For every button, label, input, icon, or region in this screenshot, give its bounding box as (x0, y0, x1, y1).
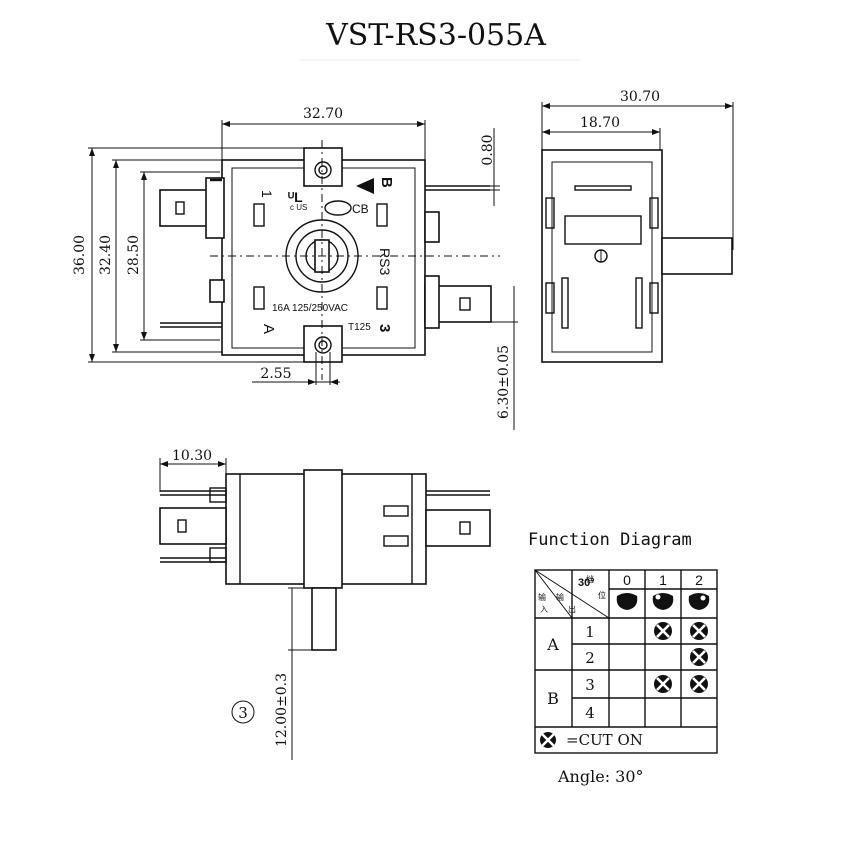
front-view: 32.70 36.00 32.40 28.50 (72, 106, 518, 430)
dim-h3: 28.50 (126, 235, 142, 275)
row-output-1: 1 (585, 623, 595, 641)
dim-shaft-offset: 6.30±0.05 (496, 345, 512, 419)
label-pos-a: A (260, 324, 277, 334)
position-0-icon (616, 593, 638, 610)
label-cb: CB (352, 202, 369, 216)
label-cert: c US (290, 203, 307, 212)
contact-on-icon (654, 622, 672, 640)
dim-shaft-length: 12.00±0.3 (274, 673, 290, 747)
label-rating: 16A 125/250VAC (272, 303, 348, 314)
pos-header-1: 1 (659, 572, 667, 588)
ul-logo-icon: ᵁL (288, 189, 303, 205)
row-output-4: 4 (585, 704, 595, 722)
contact-on-icon (690, 648, 708, 666)
arrow-icon (356, 178, 374, 194)
header-in-char2: 入 (540, 605, 548, 614)
header-pos-char2: 位 (598, 590, 606, 600)
cqc-logo-icon (324, 200, 352, 216)
pos-header-2: 2 (695, 572, 703, 588)
dim-width-front: 32.70 (303, 106, 343, 122)
header-pos-char: 档 (586, 574, 594, 584)
side-view: 30.70 18.70 (541, 89, 734, 363)
dim-h2: 32.40 (98, 235, 114, 275)
group-label-a: A (546, 635, 559, 654)
position-1-icon (652, 593, 674, 610)
dim-side-total: 30.70 (620, 89, 660, 105)
function-diagram-title: Function Diagram (528, 530, 692, 550)
label-pos-b: B (378, 177, 395, 188)
header-out-char2: 出 (568, 604, 576, 614)
dim-h1: 36.00 (72, 235, 88, 275)
function-diagram: Function Diagram 档 位 输 入 输 出 30° 0 1 2 (528, 530, 718, 786)
header-in-char: 输 (538, 592, 546, 602)
header-angle: 30° (578, 577, 595, 589)
label-pos3: 3 (376, 324, 393, 332)
dim-side-body: 18.70 (580, 115, 620, 131)
position-2-icon (688, 593, 710, 610)
contact-markers (654, 622, 708, 693)
circled-label: 3 (238, 704, 248, 722)
contact-on-icon (654, 675, 672, 693)
dim-top-offset: 0.80 (480, 134, 496, 165)
bottom-view: 10.30 12.00±0.3 3 (159, 448, 491, 760)
contact-on-icon (690, 622, 708, 640)
label-pos1: 1 (259, 190, 275, 198)
group-label-b: B (547, 689, 559, 708)
row-output-3: 3 (585, 676, 595, 694)
label-model: RS3 (377, 248, 393, 275)
label-temp: T125 (348, 322, 371, 333)
pos-header-0: 0 (623, 572, 631, 588)
cut-on-icon (540, 732, 556, 748)
dim-bottom: 2.55 (260, 366, 291, 382)
circled-label-icon (231, 700, 255, 724)
drawing-title: VST-RS3-055A (325, 18, 546, 53)
row-output-2: 2 (585, 649, 595, 667)
angle-label: Angle: 30° (557, 767, 644, 786)
dim-bottom-width: 10.30 (172, 448, 212, 464)
contact-on-icon (690, 675, 708, 693)
legend-text: =CUT ON (566, 731, 643, 749)
header-out-char: 输 (556, 592, 564, 602)
